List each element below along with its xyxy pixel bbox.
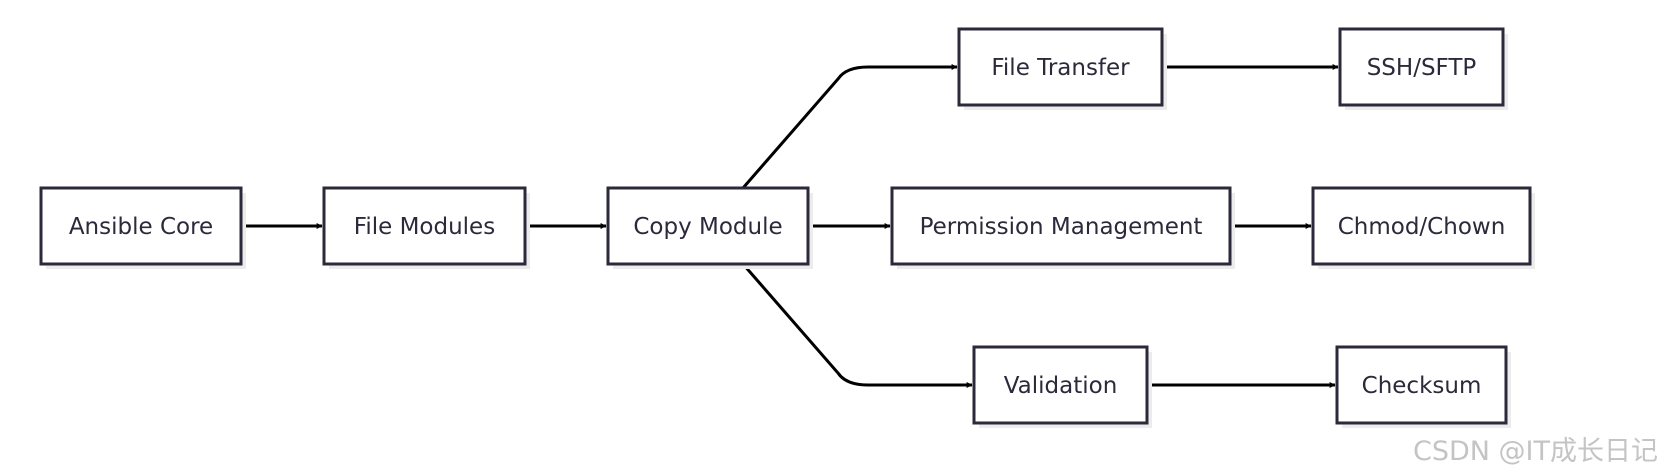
- node-label: Validation: [1004, 373, 1118, 399]
- node-chmod-chown: Chmod/Chown: [1311, 186, 1535, 269]
- node-box: [972, 345, 1149, 425]
- node-ansible-core: Ansible Core: [39, 186, 246, 269]
- edges-layer: [241, 64, 1339, 388]
- node-checksum: Checksum: [1335, 345, 1511, 428]
- node-box: [1338, 27, 1505, 107]
- node-label: Copy Module: [633, 214, 782, 240]
- node-file-modules: File Modules: [322, 186, 530, 269]
- node-box: [957, 27, 1164, 107]
- edge-copy-module-to-file-transfer: [741, 64, 958, 189]
- nodes-layer: Ansible Core File Modules Copy Module File …: [39, 27, 1535, 428]
- node-file-transfer: File Transfer: [957, 27, 1167, 110]
- node-label: Ansible Core: [69, 214, 213, 240]
- node-validation: Validation: [972, 345, 1152, 428]
- node-label: SSH/SFTP: [1367, 55, 1477, 81]
- node-label: Chmod/Chown: [1338, 214, 1506, 240]
- node-permission-management: Permission Management: [890, 186, 1235, 269]
- node-box: [39, 186, 243, 266]
- node-box: [1311, 186, 1532, 266]
- edge-copy-module-to-validation: [741, 263, 973, 388]
- node-label: Permission Management: [920, 214, 1203, 240]
- node-label: Checksum: [1362, 373, 1482, 399]
- node-box: [322, 186, 527, 266]
- node-box: [606, 186, 810, 266]
- node-label: File Transfer: [991, 55, 1130, 81]
- node-box: [890, 186, 1232, 266]
- node-ssh-sftp: SSH/SFTP: [1338, 27, 1508, 110]
- node-copy-module: Copy Module: [606, 186, 813, 269]
- node-label: File Modules: [354, 214, 495, 240]
- node-box: [1335, 345, 1508, 425]
